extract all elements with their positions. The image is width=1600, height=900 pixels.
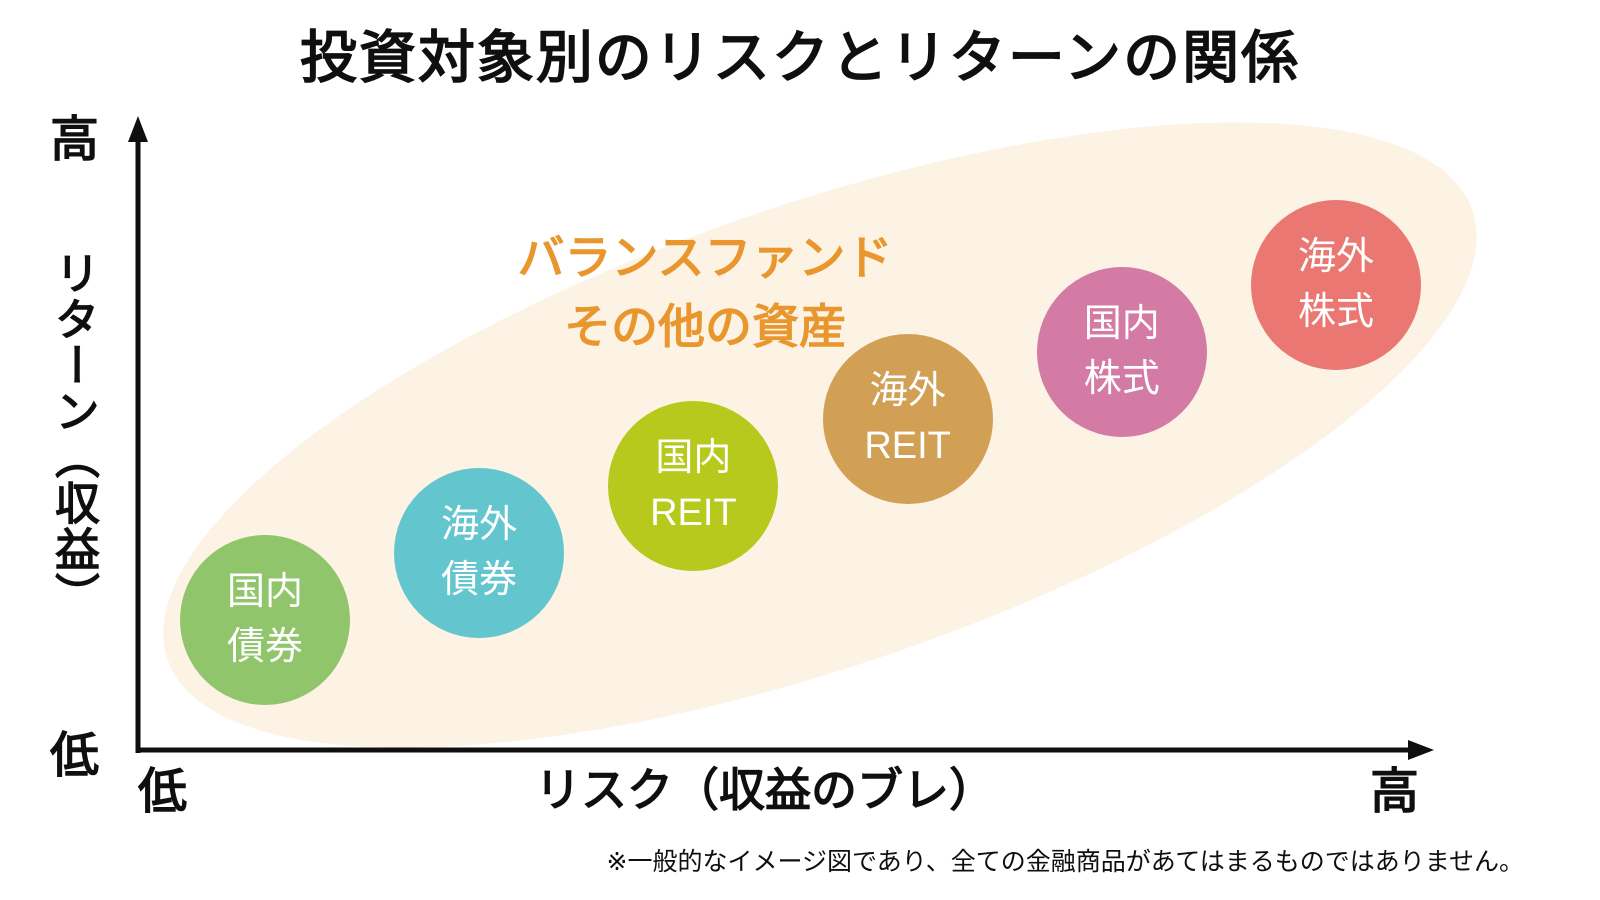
y-axis-low-label: 低	[50, 729, 100, 783]
bubble-label-line1: 海外	[869, 369, 946, 412]
y-axis-high-label: 高	[50, 113, 100, 167]
bubble-label-line1: 国内	[655, 436, 732, 479]
bubble-label-line2: REIT	[650, 492, 737, 534]
x-axis-low-label: 低	[138, 765, 188, 819]
bubble-domestic-stocks: 国内 株式	[1036, 267, 1207, 437]
bubble-label-line2: 株式	[1083, 358, 1160, 400]
bubble-label-line1: 海外	[1297, 235, 1374, 278]
region-annotation-line2: その他の資産	[564, 299, 846, 353]
region-annotation: バランスファンド その他の資産	[425, 224, 985, 361]
bubble-label-line2: 債券	[441, 559, 518, 601]
x-axis-title: リスク（収益のブレ）	[535, 764, 995, 816]
balance-fund-region-ellipse	[92, 0, 1548, 878]
bubble-foreign-reit: 海外 REIT	[822, 334, 993, 504]
disclaimer-footnote: ※一般的なイメージ図であり、全ての金融商品があてはまるものではありません。	[606, 848, 1524, 876]
bubble-label-line2: REIT	[864, 425, 951, 467]
y-axis-arrowhead-icon	[128, 116, 148, 142]
bubble-label-line2: 株式	[1297, 291, 1374, 333]
bubble-label-line2: 債券	[226, 626, 303, 668]
bubble-label-line1: 国内	[1083, 302, 1160, 345]
chart-title: 投資対象別のリスクとリターンの関係	[299, 26, 1301, 90]
bubble-foreign-bonds: 海外 債券	[394, 468, 565, 638]
bubble-foreign-stocks: 海外 株式	[1251, 200, 1421, 370]
x-axis-high-label: 高	[1370, 765, 1420, 819]
bubble-domestic-reit: 国内 REIT	[608, 401, 779, 571]
bubble-label-line1: 国内	[226, 570, 303, 613]
region-annotation-line1: バランスファンド	[517, 231, 893, 284]
bubble-label-line1: 海外	[441, 503, 518, 546]
y-axis-title: リターン（収益）	[48, 250, 99, 618]
bubble-domestic-bonds: 国内 債券	[180, 535, 350, 705]
